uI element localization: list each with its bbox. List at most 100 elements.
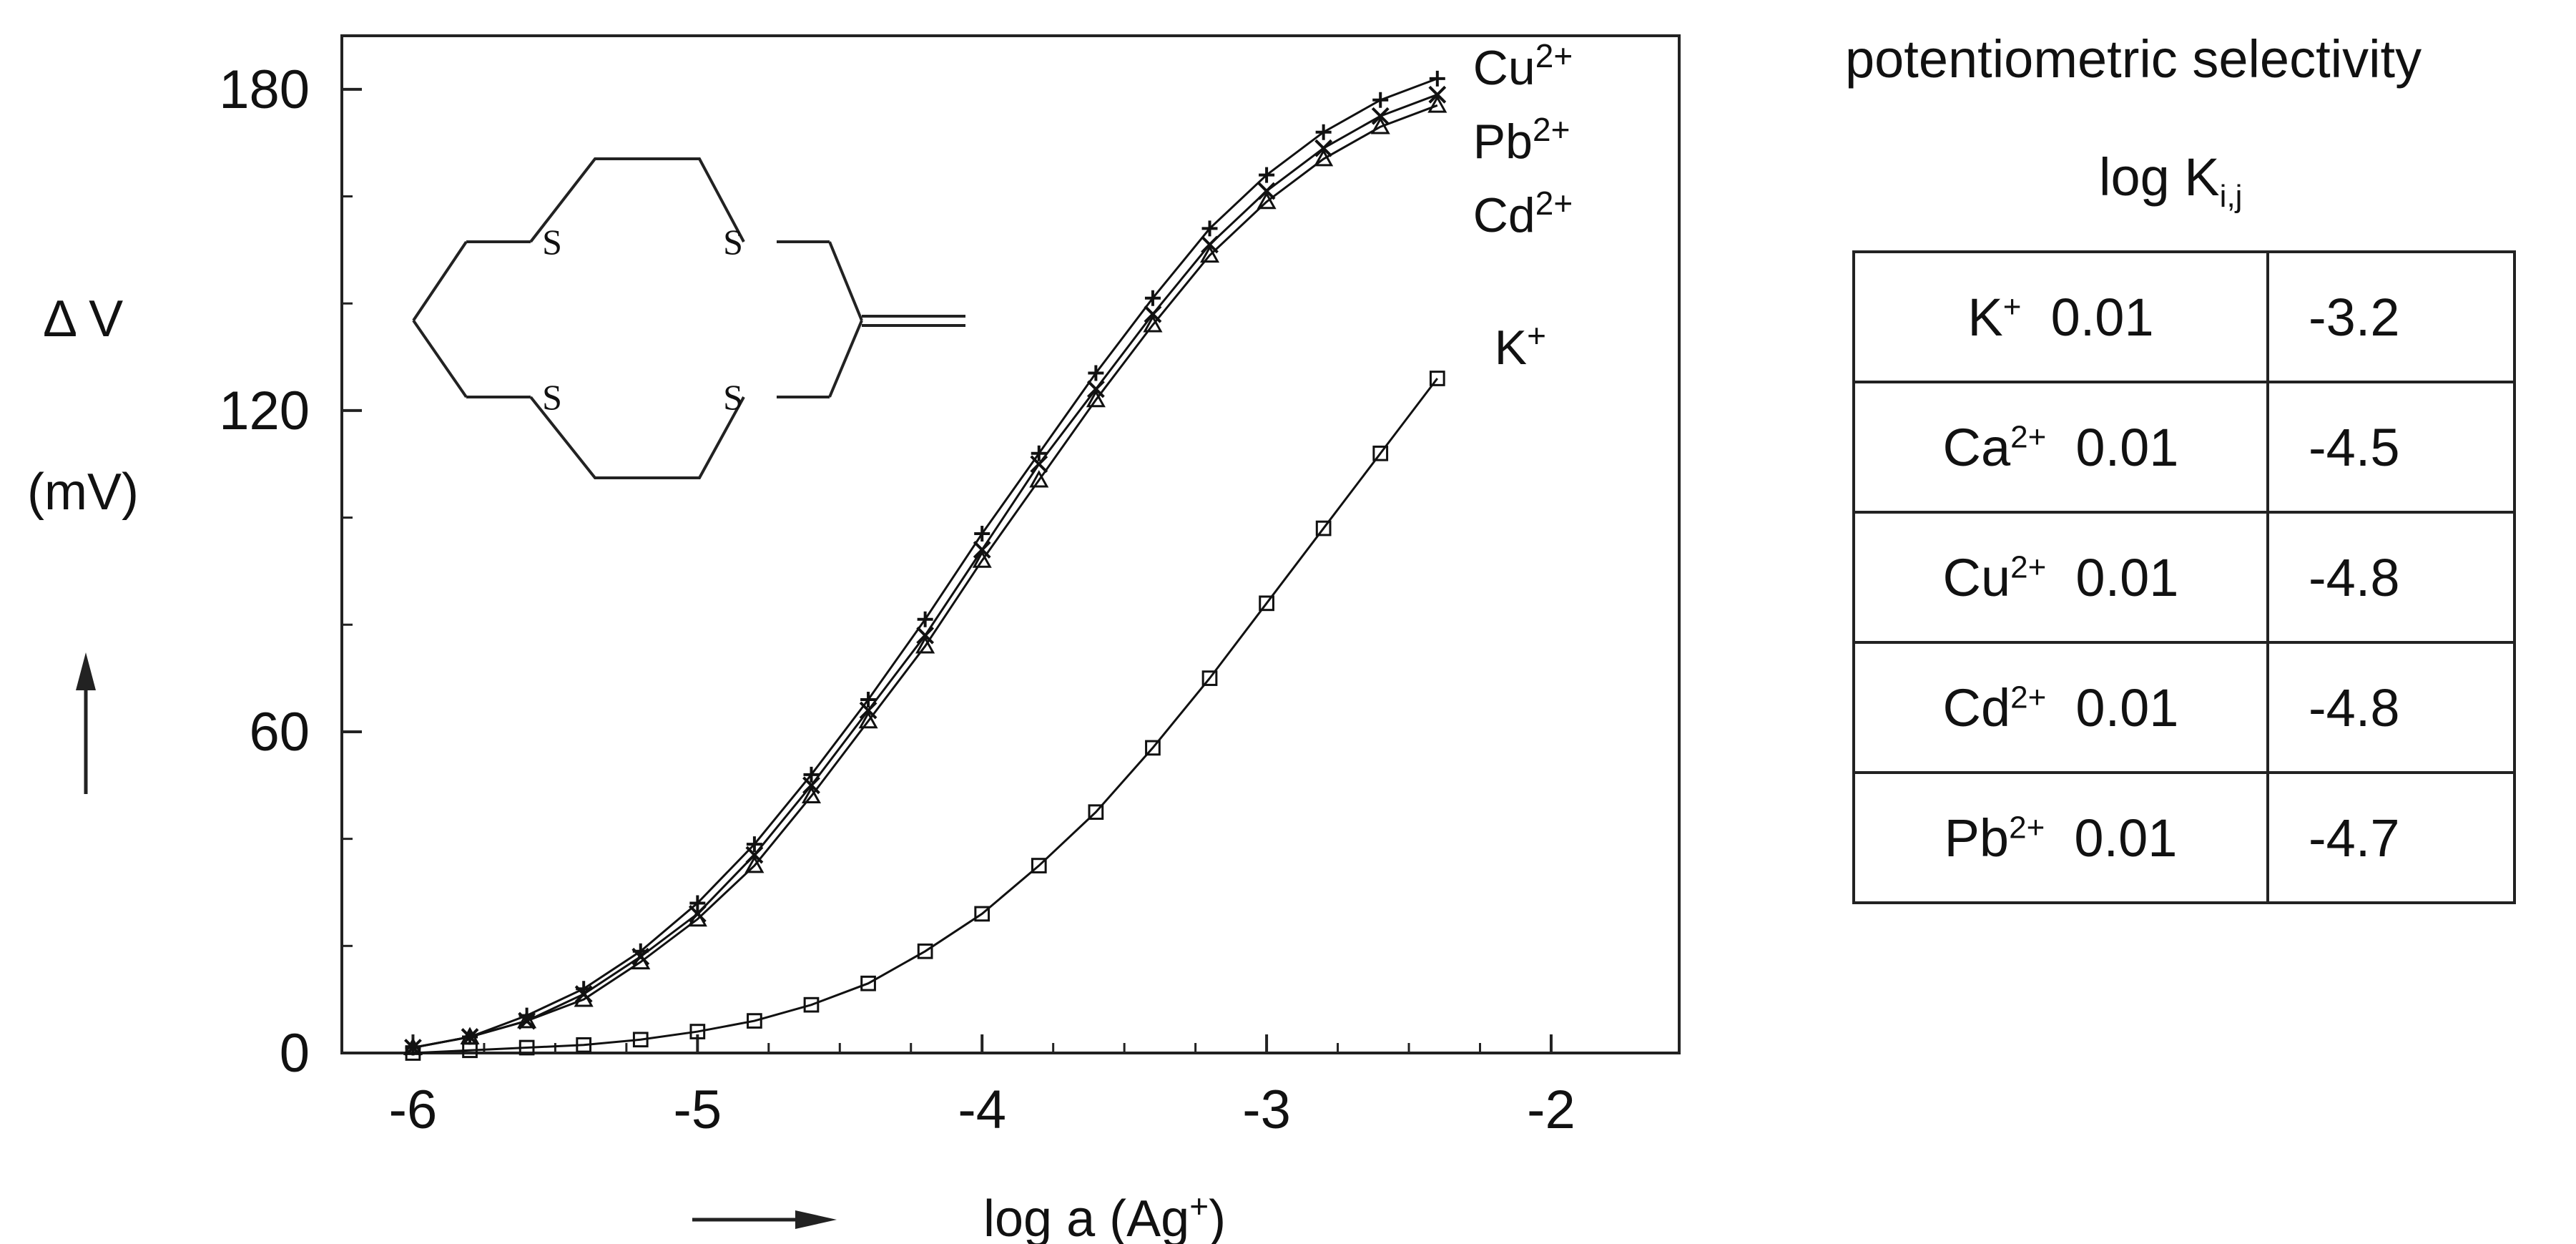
y-tick-label: 0 <box>280 1023 310 1084</box>
square-marker <box>1429 371 1445 386</box>
x-marker <box>1428 85 1447 104</box>
plus-marker <box>746 836 762 853</box>
plus-marker <box>1031 445 1047 461</box>
selectivity-value-cell: -3.2 <box>2266 250 2516 383</box>
series-cu: Cu2+ <box>405 37 1573 1056</box>
plus-marker <box>1315 124 1332 140</box>
plus-marker <box>974 526 990 542</box>
x-marker <box>1314 139 1333 157</box>
ion-cell: Cu2+ 0.01 <box>1852 511 2269 644</box>
up-arrow-icon <box>76 652 96 794</box>
square-marker <box>1201 670 1218 686</box>
plus-marker <box>689 895 706 911</box>
structure-bond <box>828 320 863 398</box>
triangle-marker <box>1427 95 1447 113</box>
square-marker <box>917 943 933 959</box>
right-arrow-icon <box>692 1210 837 1229</box>
triangle-marker <box>1257 191 1277 210</box>
y-tick-label: 60 <box>249 702 310 763</box>
structure-bond <box>828 241 863 321</box>
square-marker <box>1145 740 1161 756</box>
x-tick-label: -4 <box>958 1079 1006 1140</box>
selectivity-row: Cu2+ 0.01-4.8 <box>1852 511 2516 644</box>
square-marker <box>462 1042 478 1059</box>
y-axis-label: Δ V <box>43 290 123 348</box>
structure-bond <box>412 319 468 398</box>
plus-marker <box>1429 70 1445 87</box>
series-line <box>413 93 1438 1049</box>
x-marker <box>1257 182 1276 200</box>
plus-marker <box>1372 92 1389 108</box>
plus-marker <box>860 692 877 708</box>
x-tick-label: -2 <box>1527 1079 1575 1140</box>
table-title: potentiometric selectivity <box>1845 29 2422 89</box>
square-marker <box>1031 858 1047 873</box>
x-marker <box>1371 107 1390 125</box>
series-label: K+ <box>1495 317 1546 375</box>
selectivity-row: Pb2+ 0.01-4.7 <box>1852 771 2516 904</box>
square-marker <box>803 996 820 1013</box>
square-marker <box>576 1037 592 1053</box>
plus-marker <box>1144 290 1161 306</box>
triangle-marker <box>915 636 935 654</box>
x-tick-label: -3 <box>1242 1079 1291 1140</box>
square-marker <box>974 906 990 922</box>
ion-cell: K+ 0.01 <box>1852 250 2269 383</box>
triangle-marker <box>574 989 594 1007</box>
triangle-marker <box>1143 315 1163 333</box>
series-line <box>413 378 1439 1054</box>
series-cd: Cd2+ <box>403 95 1573 1055</box>
structure-bond-path <box>529 157 745 243</box>
structure-bond <box>412 240 468 322</box>
square-marker <box>1259 595 1274 612</box>
triangle-marker <box>631 951 651 970</box>
selectivity-value-cell: -4.8 <box>2266 641 2516 774</box>
square-marker <box>518 1039 535 1056</box>
selectivity-row: Cd2+ 0.01-4.8 <box>1852 641 2516 774</box>
plus-marker <box>803 766 820 783</box>
triangle-marker <box>687 908 707 927</box>
plot-frame <box>340 34 1681 1054</box>
plus-marker <box>917 611 933 627</box>
triangle-marker <box>1029 470 1049 488</box>
selectivity-value-cell: -4.8 <box>2266 511 2516 644</box>
x-tick-label: -5 <box>674 1079 722 1140</box>
x-marker <box>1086 380 1105 398</box>
square-marker <box>860 975 876 991</box>
square-marker <box>1372 445 1389 461</box>
x-axis-label: log a (Ag+) <box>983 1187 1226 1244</box>
series-line <box>413 104 1438 1049</box>
selectivity-row: K+ 0.01-3.2 <box>1852 250 2516 383</box>
square-marker <box>632 1032 649 1048</box>
selectivity-value-cell: -4.5 <box>2266 381 2516 514</box>
triangle-marker <box>1314 149 1334 167</box>
sulfur-atom-label: S <box>542 222 562 262</box>
series-label: Cu2+ <box>1473 37 1573 95</box>
sulfur-atom-label: S <box>723 222 743 262</box>
y-tick-label: 120 <box>219 381 310 441</box>
plus-marker <box>1201 220 1218 237</box>
y-tick-label: 180 <box>219 59 310 120</box>
sulfur-atom-label: S <box>542 377 562 417</box>
x-marker <box>1030 455 1048 474</box>
triangle-marker <box>517 1011 537 1029</box>
plus-marker <box>1259 167 1275 183</box>
axes-layer: -6 -5 -4 -3 -2 0 60 120 180 <box>219 59 1575 1140</box>
square-marker <box>1088 804 1104 821</box>
series-label: Pb2+ <box>1473 111 1570 169</box>
triangle-marker <box>801 785 822 804</box>
x-tick-label: -6 <box>389 1079 438 1140</box>
series-layer: Cu2+ Pb2+Cd2+K+ <box>403 37 1573 1061</box>
series-pb: Pb2+ <box>404 85 1570 1057</box>
triangle-marker <box>1199 245 1220 263</box>
plus-marker <box>1088 365 1104 381</box>
triangle-marker <box>1086 389 1106 408</box>
selectivity-value-cell: -4.7 <box>2266 771 2516 904</box>
series-line <box>413 77 1438 1049</box>
square-marker <box>747 1013 762 1029</box>
sulfur-atom-label: S <box>723 377 743 417</box>
square-marker <box>1315 520 1332 537</box>
x-marker <box>916 626 935 645</box>
